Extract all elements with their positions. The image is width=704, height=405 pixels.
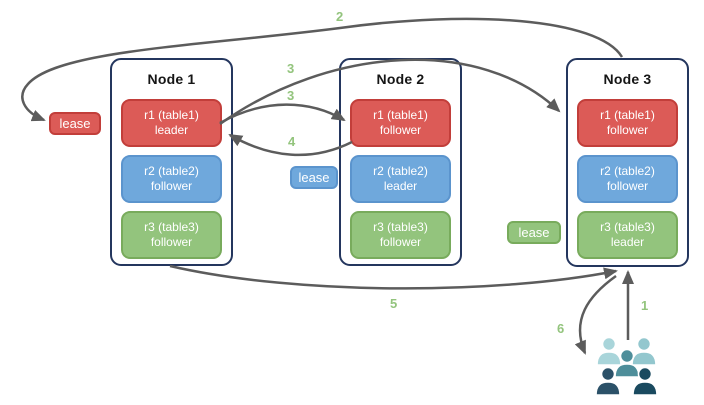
replica-role: follower (379, 123, 422, 137)
node3-replica-r1: r1 (table1) follower (577, 99, 678, 147)
step-label-3b: 3 (287, 88, 295, 103)
replica-name: r2 (table2) (373, 164, 428, 178)
node1-replica-r1: r1 (table1) leader (121, 99, 222, 147)
arrow-step3-to-node2 (219, 103, 346, 125)
arrow-step5 (169, 264, 618, 290)
node2-replica-r2: r2 (table2) leader (350, 155, 451, 203)
step-label-5: 5 (390, 296, 398, 311)
replica-role: follower (150, 179, 193, 193)
node2-replica-r3: r3 (table3) follower (350, 211, 451, 259)
step-label-2: 2 (336, 9, 344, 24)
replica-name: r3 (table3) (600, 220, 655, 234)
replica-role: leader (383, 179, 418, 193)
replica-name: r1 (table1) (600, 108, 655, 122)
node1-replica-r2: r2 (table2) follower (121, 155, 222, 203)
node2-replica-r1: r1 (table1) follower (350, 99, 451, 147)
node1-replica-r3: r3 (table3) follower (121, 211, 222, 259)
node-2-title: Node 2 (376, 71, 425, 87)
node3-replica-r3: r3 (table3) leader (577, 211, 678, 259)
replica-name: r1 (table1) (373, 108, 428, 122)
step-label-4: 4 (288, 134, 296, 149)
replica-name: r3 (table3) (144, 220, 199, 234)
node-3-title: Node 3 (603, 71, 652, 87)
users-icon (595, 336, 658, 396)
replica-name: r2 (table2) (144, 164, 199, 178)
replica-role: leader (154, 123, 189, 137)
lease-badge-green: lease (507, 221, 561, 244)
step-label-3a: 3 (287, 61, 295, 76)
replica-role: follower (379, 235, 422, 249)
node3-replica-r2: r2 (table2) follower (577, 155, 678, 203)
replica-role: follower (150, 235, 193, 249)
step-label-1: 1 (641, 298, 649, 313)
replica-name: r1 (table1) (144, 108, 199, 122)
lease-badge-blue: lease (290, 166, 338, 189)
replica-role: leader (610, 235, 645, 249)
node-1-box: Node 1 r1 (table1) leader r2 (table2) fo… (110, 58, 233, 266)
replica-role: follower (606, 123, 649, 137)
arrow-step6 (574, 274, 617, 355)
replica-name: r2 (table2) (600, 164, 655, 178)
step-label-6: 6 (557, 321, 565, 336)
replica-name: r3 (table3) (373, 220, 428, 234)
lease-badge-red: lease (49, 112, 101, 135)
replica-role: follower (606, 179, 649, 193)
node-3-box: Node 3 r1 (table1) follower r2 (table2) … (566, 58, 689, 267)
node-1-title: Node 1 (147, 71, 196, 87)
node-2-box: Node 2 r1 (table1) follower r2 (table2) … (339, 58, 462, 266)
